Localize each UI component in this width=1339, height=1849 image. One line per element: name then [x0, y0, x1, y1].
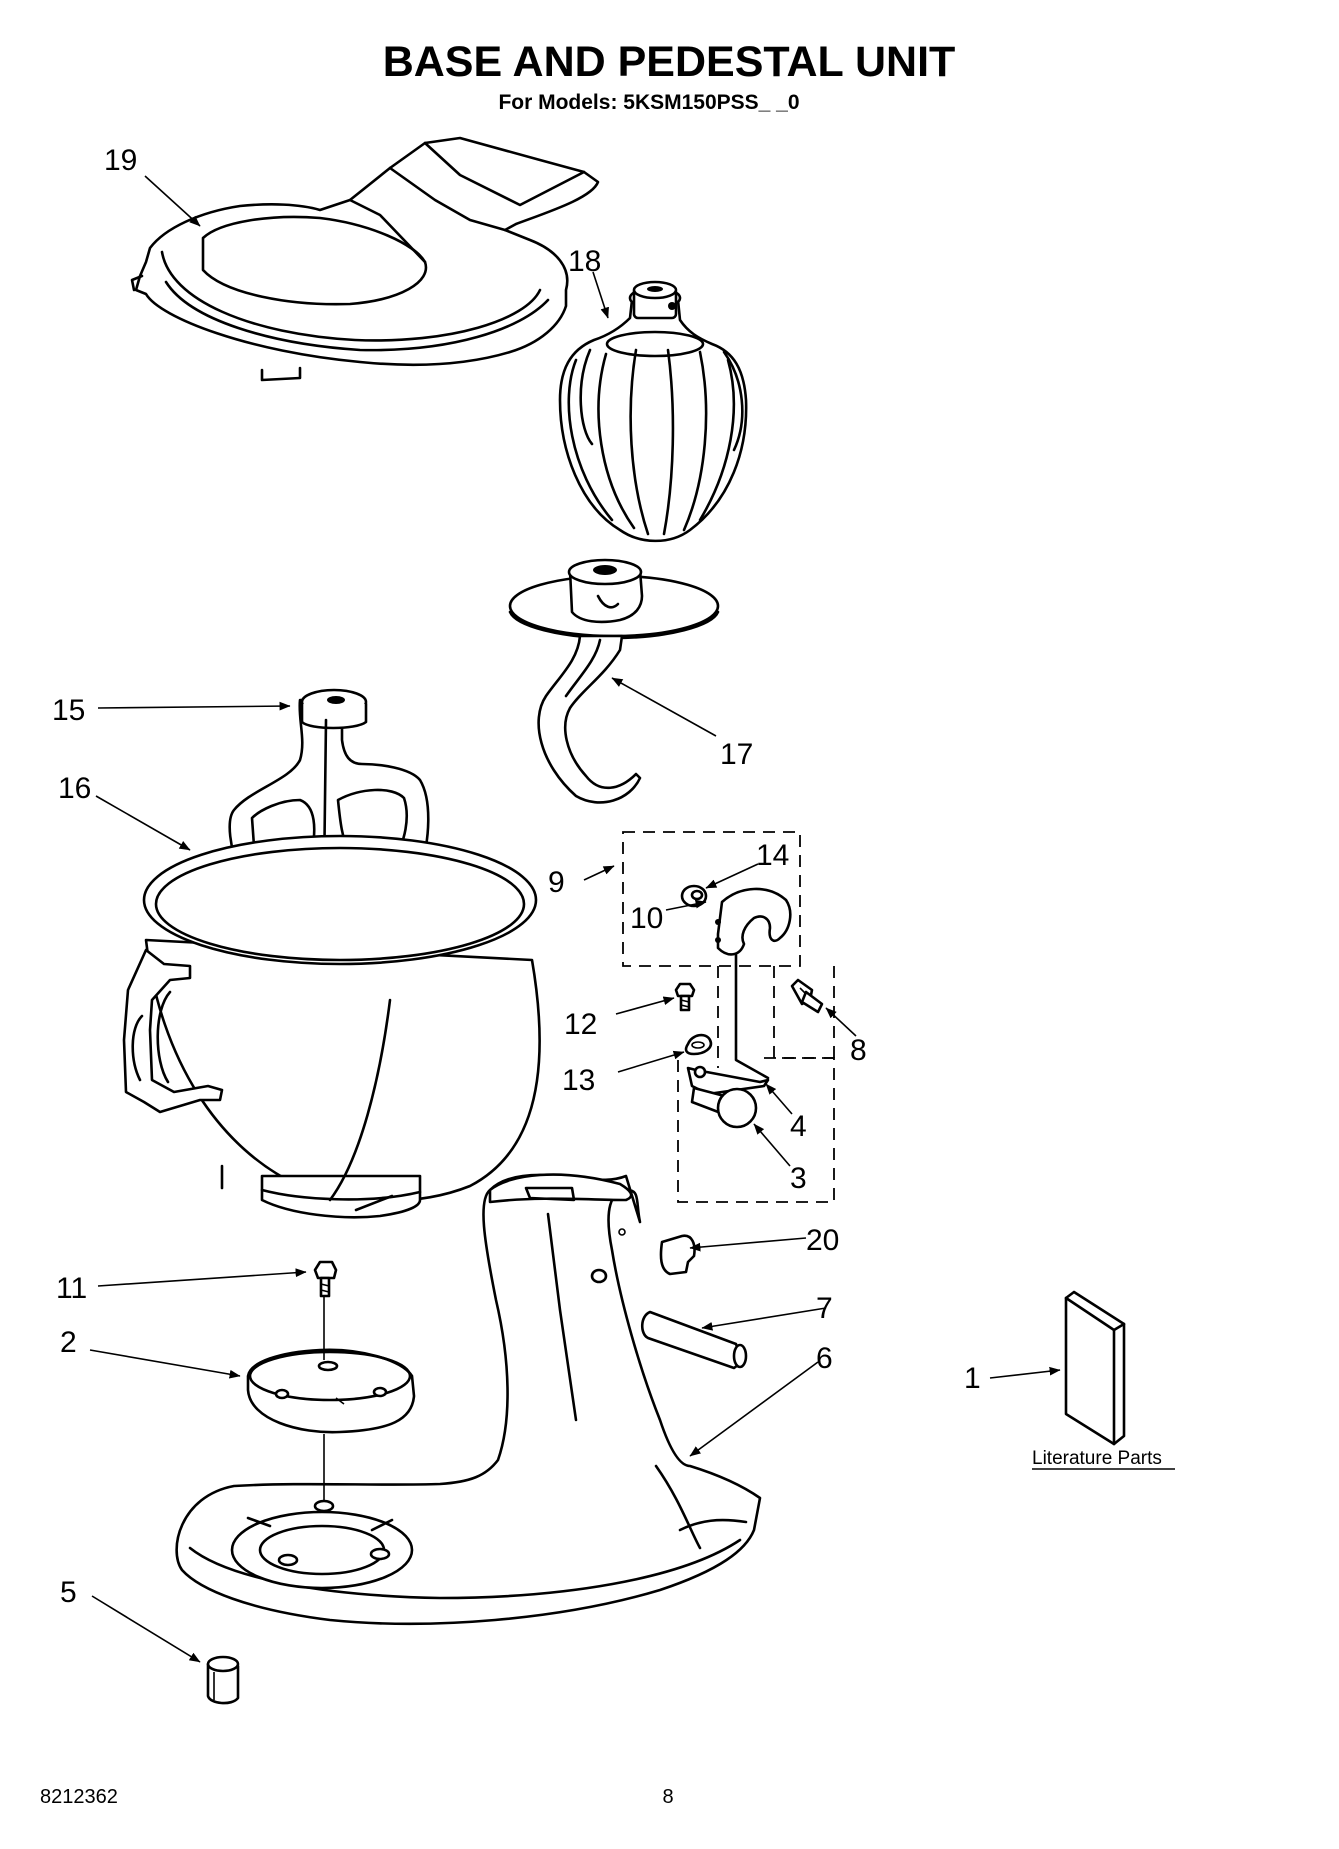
- model-subtitle: For Models: 5KSM150PSS_ _0: [498, 91, 799, 114]
- callout-10: 10: [630, 902, 663, 935]
- part-8-pin: [790, 978, 824, 1014]
- callout-19: 19: [104, 144, 137, 177]
- callout-9: 9: [548, 866, 565, 899]
- callout-labels: 19 18 15 16 17 9 14 10 12 13 8 4 3 20 7 …: [52, 144, 981, 1609]
- leader-lines: [89, 175, 1061, 1663]
- page-number: 8: [662, 1786, 673, 1808]
- callout-18: 18: [568, 245, 601, 278]
- callout-2: 2: [60, 1326, 77, 1359]
- assembly-group-9: [622, 831, 835, 1203]
- part-19-pouring-shield: [130, 136, 600, 382]
- part-16-bowl: [122, 834, 541, 1219]
- page-title: BASE AND PEDESTAL UNIT: [383, 38, 956, 86]
- callout-6: 6: [816, 1342, 833, 1375]
- part-12-screw: [674, 982, 696, 1012]
- callout-3: 3: [790, 1162, 807, 1195]
- callout-13: 13: [562, 1064, 595, 1097]
- callout-16: 16: [58, 772, 91, 805]
- part-3-lock-lever: [690, 1086, 758, 1129]
- part-17-dough-hook: [508, 558, 720, 804]
- part-10-lever-arm: [715, 887, 792, 1080]
- callout-14: 14: [756, 839, 789, 872]
- literature-parts-caption: Literature Parts: [1032, 1448, 1162, 1469]
- part-13-spacer: [684, 1033, 713, 1056]
- callout-12: 12: [564, 1008, 597, 1041]
- callout-20: 20: [806, 1224, 839, 1257]
- callout-5: 5: [60, 1576, 77, 1609]
- part-11-screw: [313, 1260, 338, 1298]
- part-18-wire-whip: [558, 280, 748, 543]
- callout-8: 8: [850, 1034, 867, 1067]
- callout-1: 1: [964, 1362, 981, 1395]
- document-number: 8212362: [40, 1786, 118, 1808]
- callout-11: 11: [56, 1272, 87, 1305]
- part-5-foot: [206, 1655, 240, 1705]
- part-20-hole-plug: [659, 1234, 696, 1276]
- part-1-literature: [1064, 1290, 1126, 1446]
- part-2-clamp-plate: [246, 1348, 416, 1434]
- callout-17: 17: [720, 738, 753, 771]
- callout-4: 4: [790, 1110, 807, 1143]
- part-7-hinge-pin: [590, 1268, 748, 1370]
- callout-15: 15: [52, 694, 85, 727]
- callout-7: 7: [816, 1292, 833, 1325]
